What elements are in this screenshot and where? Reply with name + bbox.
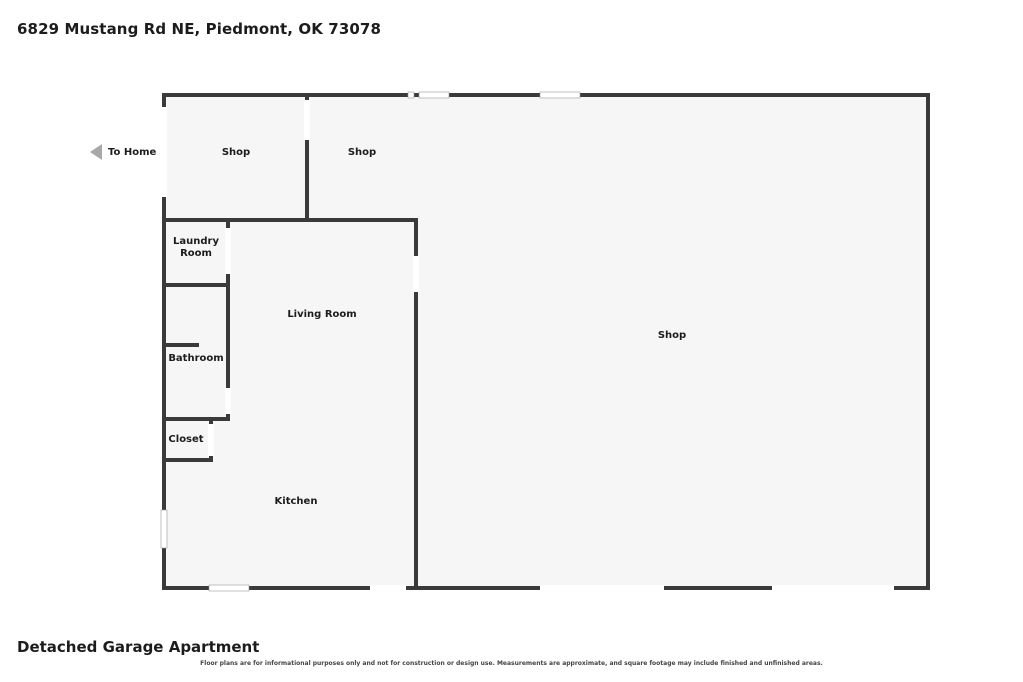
room-label-bathroom: Bathroom [168,353,223,364]
to-home-label: To Home [108,146,157,158]
arrow-left-icon [90,144,102,160]
room-label-laundry-line1: Laundry [173,236,219,247]
room-label-kitchen: Kitchen [275,496,318,507]
room-label-shop-main: Shop [658,330,686,341]
openings [160,91,894,592]
disclaimer-text: Floor plans are for informational purpos… [200,660,823,667]
room-label-shop-upper: Shop [348,147,376,158]
floor-name: Detached Garage Apartment [17,638,260,656]
room-label-closet: Closet [168,434,203,445]
floor-area [164,95,928,588]
room-label-living-room: Living Room [287,309,356,320]
to-home-indicator: To Home [90,144,156,160]
room-label-laundry-line2: Room [180,248,212,259]
property-address: 6829 Mustang Rd NE, Piedmont, OK 73078 [17,20,381,38]
room-label-shop-small: Shop [222,147,250,158]
